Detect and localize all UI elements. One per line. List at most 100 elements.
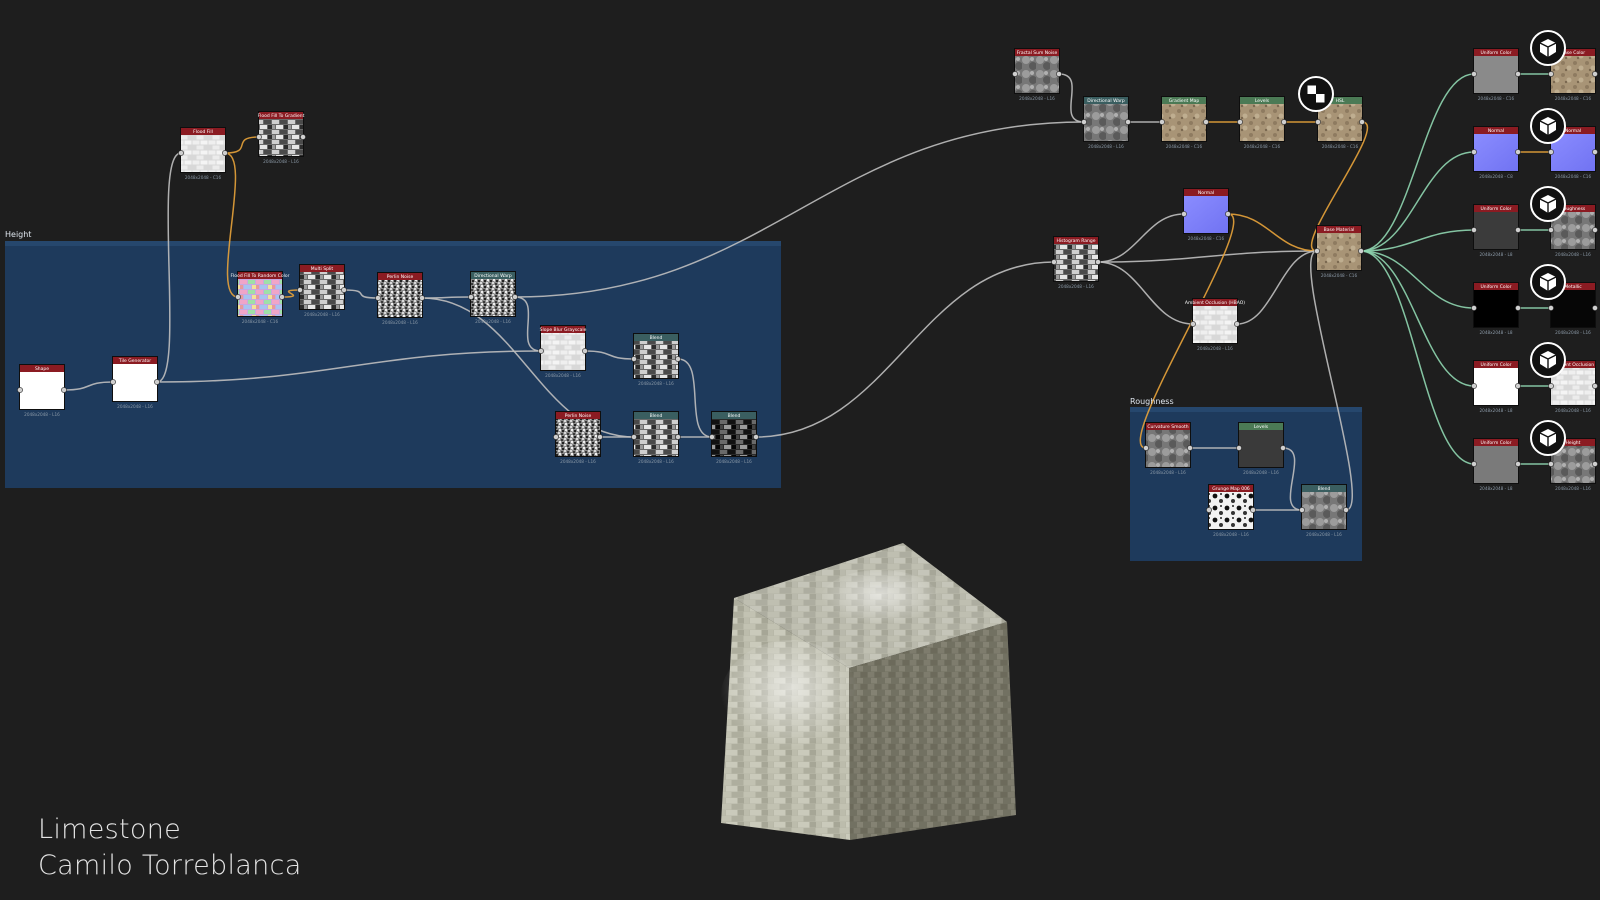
input-port[interactable] xyxy=(1181,211,1187,217)
input-port[interactable] xyxy=(1315,119,1321,125)
output-port[interactable] xyxy=(1250,507,1256,513)
cube-icon[interactable] xyxy=(1530,30,1566,66)
input-port[interactable] xyxy=(468,294,474,300)
output-port[interactable] xyxy=(1515,305,1521,311)
cube-icon[interactable] xyxy=(1530,420,1566,456)
input-port[interactable] xyxy=(1206,507,1212,513)
output-port[interactable] xyxy=(1515,461,1521,467)
input-port[interactable] xyxy=(235,294,241,300)
output-port[interactable] xyxy=(1515,71,1521,77)
input-port[interactable] xyxy=(1548,149,1554,155)
input-port[interactable] xyxy=(1012,71,1018,77)
input-port[interactable] xyxy=(1051,259,1057,265)
output-port[interactable] xyxy=(341,287,347,293)
input-port[interactable] xyxy=(1471,149,1477,155)
input-port[interactable] xyxy=(1471,305,1477,311)
output-port[interactable] xyxy=(1343,507,1349,513)
output-port[interactable] xyxy=(1592,305,1598,311)
input-port[interactable] xyxy=(1471,71,1477,77)
input-port[interactable] xyxy=(1548,461,1554,467)
output-port[interactable] xyxy=(1592,71,1598,77)
output-port[interactable] xyxy=(675,356,681,362)
output-port[interactable] xyxy=(279,294,285,300)
checker-icon[interactable] xyxy=(1298,76,1334,112)
input-port[interactable] xyxy=(538,348,544,354)
input-port[interactable] xyxy=(1548,383,1554,389)
output-port[interactable] xyxy=(1359,119,1365,125)
input-port[interactable] xyxy=(17,387,23,393)
input-port[interactable] xyxy=(1548,71,1554,77)
output-port[interactable] xyxy=(1187,445,1193,451)
input-port[interactable] xyxy=(1471,383,1477,389)
input-port[interactable] xyxy=(631,434,637,440)
input-port[interactable] xyxy=(1314,248,1320,254)
node-ambient-occlusion[interactable]: Ambient Occlusion (HBAO)2048x2048 - L16 xyxy=(1185,298,1245,351)
cube-icon[interactable] xyxy=(1530,186,1566,222)
output-port[interactable] xyxy=(1125,119,1131,125)
input-port[interactable] xyxy=(1190,321,1196,327)
input-port[interactable] xyxy=(1143,445,1149,451)
output-port[interactable] xyxy=(222,150,228,156)
output-port[interactable] xyxy=(1234,321,1240,327)
output-port[interactable] xyxy=(1281,119,1287,125)
output-port[interactable] xyxy=(300,134,306,140)
input-port[interactable] xyxy=(553,434,559,440)
output-port[interactable] xyxy=(1592,383,1598,389)
input-port[interactable] xyxy=(1299,507,1305,513)
input-port[interactable] xyxy=(1471,227,1477,233)
output-port[interactable] xyxy=(1225,211,1231,217)
output-port[interactable] xyxy=(1358,248,1364,254)
output-port[interactable] xyxy=(753,434,759,440)
output-port[interactable] xyxy=(582,348,588,354)
input-port[interactable] xyxy=(1159,119,1165,125)
cube-icon[interactable] xyxy=(1530,264,1566,300)
input-port[interactable] xyxy=(1548,227,1554,233)
output-port[interactable] xyxy=(1515,227,1521,233)
output-port[interactable] xyxy=(1203,119,1209,125)
output-port[interactable] xyxy=(1592,461,1598,467)
cube-icon[interactable] xyxy=(1530,108,1566,144)
input-port[interactable] xyxy=(709,434,715,440)
input-port[interactable] xyxy=(375,295,381,301)
input-port[interactable] xyxy=(178,150,184,156)
input-port[interactable] xyxy=(256,134,262,140)
output-port[interactable] xyxy=(1592,227,1598,233)
input-port[interactable] xyxy=(1236,445,1242,451)
input-port[interactable] xyxy=(110,379,116,385)
input-port[interactable] xyxy=(1471,461,1477,467)
cube-icon[interactable] xyxy=(1530,342,1566,378)
output-port[interactable] xyxy=(419,295,425,301)
input-port[interactable] xyxy=(631,356,637,362)
input-port[interactable] xyxy=(1548,305,1554,311)
